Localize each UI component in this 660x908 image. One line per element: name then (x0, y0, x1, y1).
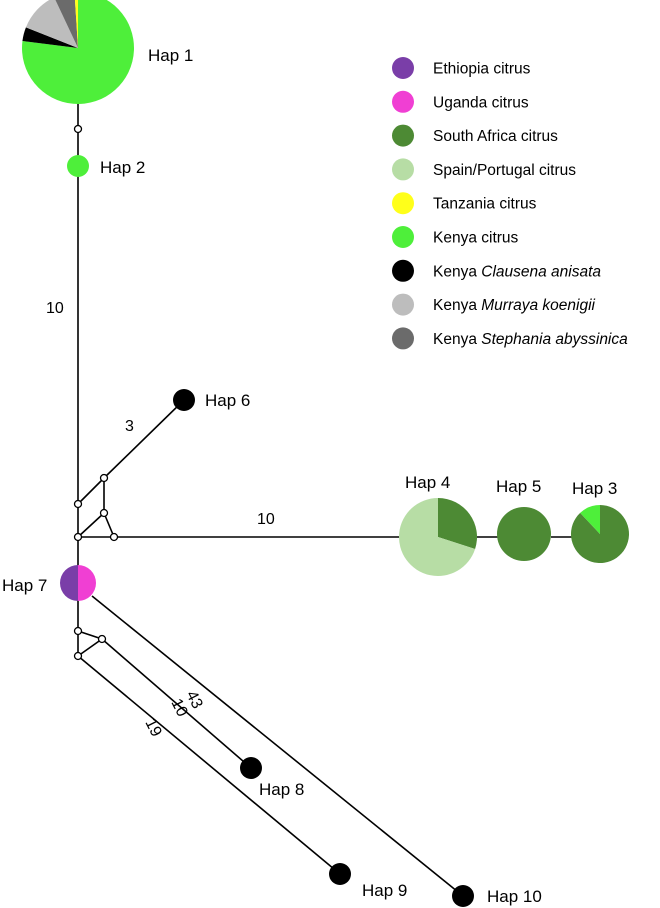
hap4-label: Hap 4 (405, 473, 450, 492)
legend-label-south_africa: South Africa citrus (433, 128, 558, 145)
edge-label-hap8: 10 (167, 696, 190, 720)
edge-to-hap6 (103, 399, 185, 479)
hap1-slice-stephania (55, 0, 78, 48)
hap1-node (22, 0, 134, 104)
hap1-slice-kenya (22, 0, 134, 104)
hap6-slice-clausena (173, 389, 195, 411)
edge-mv-c-e (77, 512, 105, 538)
legend-label-text: Kenya (433, 331, 481, 348)
legend-swatch-tanzania (392, 192, 414, 215)
median-vector (109, 532, 119, 542)
median-vector (97, 634, 107, 644)
edge-mv-g-h (77, 638, 103, 657)
legend-swatch-uganda (392, 90, 414, 113)
edge-mv-a-b (77, 477, 105, 505)
hap5-slice-south_africa (497, 507, 551, 561)
hap9-label: Hap 9 (362, 881, 407, 900)
hap7-label: Hap 7 (2, 576, 47, 595)
edge-to-hap8 (101, 638, 252, 769)
legend-label-text: Kenya citrus (433, 230, 519, 247)
hap10-slice-clausena (452, 885, 474, 907)
hap4-slice-spain_portugal (398, 498, 476, 576)
legend-label-species: Murraya koenigii (481, 297, 595, 314)
legend-label-murraya: Kenya Murraya koenigii (433, 297, 596, 314)
hap6-label: Hap 6 (205, 391, 250, 410)
hap5-node (497, 507, 551, 561)
hap8-node (240, 757, 262, 779)
hap3-slice-south_africa (571, 504, 630, 563)
legend-swatch-kenya (392, 226, 414, 248)
edge-mv-c-d (103, 512, 115, 538)
legend-label-text: Ethiopia citrus (433, 61, 531, 78)
hap2-slice-kenya (67, 155, 89, 177)
legend-label-stephania: Kenya Stephania abyssinica (433, 331, 628, 348)
legend-label-species: Clausena anisata (481, 263, 601, 280)
legend-label-text: Uganda citrus (433, 94, 529, 111)
legend-label-kenya: Kenya citrus (433, 230, 519, 247)
edge-label-hap4: 10 (257, 511, 275, 528)
median-vector (99, 508, 109, 518)
legend-label-text: Tanzania citrus (433, 196, 537, 213)
legend-label-text: Kenya (433, 297, 481, 314)
legend-swatch-murraya (392, 293, 414, 316)
edge-label-hap9: 19 (141, 716, 164, 740)
hap4-slice-south_africa (438, 498, 477, 550)
hap9-slice-clausena (329, 863, 351, 885)
edge-label-hap6: 3 (125, 418, 134, 435)
median-vectors (73, 124, 119, 661)
hap1-slice-clausena (22, 27, 78, 48)
hap8-slice-clausena (240, 757, 262, 779)
legend-swatch-south_africa (392, 124, 414, 147)
median-vector (73, 532, 83, 542)
hap2-label: Hap 2 (100, 158, 145, 177)
median-vector (99, 473, 109, 483)
legend-label-text: South Africa citrus (433, 128, 558, 145)
legend-label-spain_portugal: Spain/Portugal citrus (433, 162, 576, 179)
legend-label-text: Kenya (433, 263, 481, 280)
hap6-node (173, 389, 195, 411)
hap7-slice-ethiopia (60, 565, 78, 601)
hap2-node (67, 155, 89, 177)
hap7-slice-uganda (78, 565, 96, 601)
edge-to-hap10 (91, 595, 464, 897)
hap1-label: Hap 1 (148, 46, 193, 65)
hap7-node (60, 565, 96, 601)
hap9-node (329, 863, 351, 885)
edge-mv-f-g (77, 630, 103, 640)
hap3-label: Hap 3 (572, 479, 617, 498)
legend-swatch-stephania (392, 327, 414, 350)
legend-label-species: Stephania abyssinica (481, 331, 628, 348)
legend-label-clausena: Kenya Clausena anisata (433, 263, 601, 280)
hap4-node (398, 498, 477, 576)
edge-label-hap2-junction: 10 (46, 300, 64, 317)
edge-label-hap10: 43 (182, 688, 205, 712)
legend-swatch-spain_portugal (392, 158, 414, 181)
median-vector (73, 124, 83, 134)
median-vector (73, 499, 83, 509)
hap1-slice-tanzania (74, 0, 78, 48)
median-vector (73, 626, 83, 636)
hap10-node (452, 885, 474, 907)
hap10-label: Hap 10 (487, 887, 542, 906)
legend-swatch-ethiopia (392, 57, 414, 79)
edge-to-hap9 (77, 655, 341, 875)
legend-label-uganda: Uganda citrus (433, 94, 529, 111)
legend-label-tanzania: Tanzania citrus (433, 196, 537, 213)
legend-label-text: Spain/Portugal citrus (433, 162, 576, 179)
hap3-node (571, 504, 630, 563)
median-vector (73, 651, 83, 661)
legend-swatch-clausena (392, 259, 414, 282)
legend-label-ethiopia: Ethiopia citrus (433, 61, 531, 78)
hap1-slice-murraya (25, 0, 78, 48)
hap3-slice-kenya (580, 505, 600, 534)
hap8-label: Hap 8 (259, 780, 304, 799)
hap5-label: Hap 5 (496, 477, 541, 496)
